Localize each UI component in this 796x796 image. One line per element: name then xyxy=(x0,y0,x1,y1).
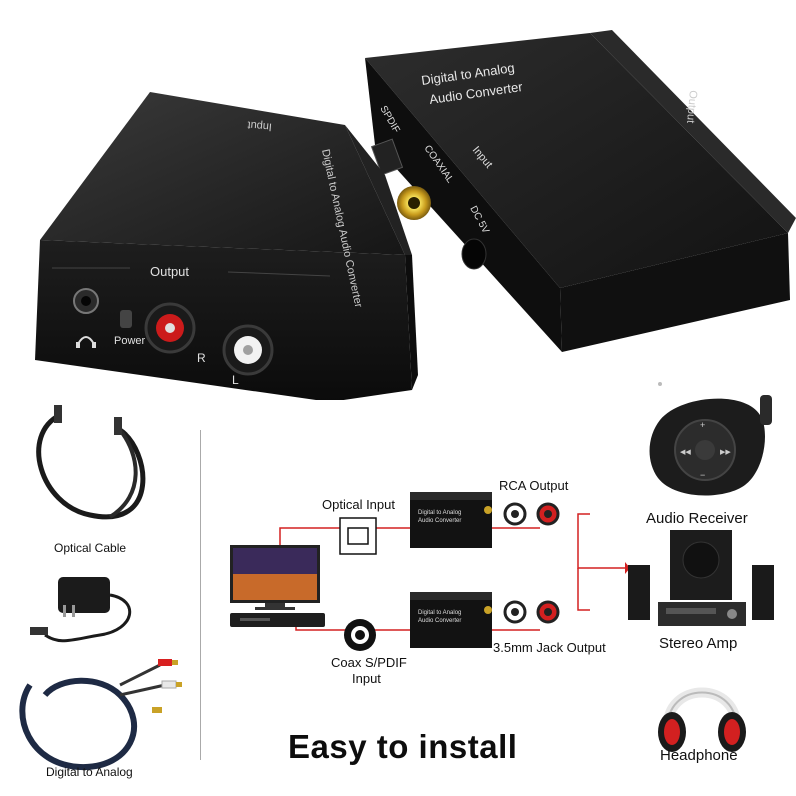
rca-output-label: RCA Output xyxy=(499,478,569,493)
mini-title-1: Digital to Analog xyxy=(418,510,461,516)
back-box-edge xyxy=(590,30,796,233)
mini-title-3: Digital to Analog xyxy=(418,610,461,616)
front-box-edge xyxy=(345,125,412,255)
mini-title-4: Audio Converter xyxy=(418,618,461,624)
headphone-label: Headphone xyxy=(660,747,738,764)
digital-to-analog-label: Digital to Analog xyxy=(46,765,133,779)
back-box-side xyxy=(365,58,562,352)
optical-cable-image xyxy=(36,405,146,520)
devices-panel: + − ◀◀ ▶▶ xyxy=(628,395,774,752)
dvd-player-icon xyxy=(230,613,325,627)
svg-text:◀◀: ◀◀ xyxy=(680,449,691,456)
coax-port-icon xyxy=(344,619,376,651)
rca-output-icons xyxy=(503,502,560,624)
optical-cable-label: Optical Cable xyxy=(54,541,127,555)
front-output-label: Output xyxy=(150,264,189,279)
product-photo: Digital to Analog Audio Converter Output… xyxy=(35,30,796,400)
spdif-port xyxy=(370,138,404,176)
jack-output-label: 3.5mm Jack Output xyxy=(493,640,606,655)
mini-title-2: Audio Converter xyxy=(418,518,461,524)
svg-text:−: − xyxy=(700,470,705,480)
power-label: Power xyxy=(114,335,146,347)
front-converter-box: Input Digital to Analog Audio Converter … xyxy=(35,92,418,400)
easy-install-heading: Easy to install xyxy=(288,728,518,765)
optical-port-icon xyxy=(339,517,377,555)
headphone-symbol-icon xyxy=(77,336,95,345)
front-top-input: Input xyxy=(247,119,272,133)
dc-port xyxy=(461,238,487,270)
mini-converter-top: Digital to Analog Audio Converter xyxy=(410,492,492,548)
optical-input-label: Optical Input xyxy=(322,497,395,512)
front-box-top xyxy=(40,92,405,255)
rca-cable-image xyxy=(19,659,182,771)
stereo-amp-icon xyxy=(628,530,774,626)
tv-icon xyxy=(230,545,320,610)
power-adapter-image xyxy=(30,577,132,643)
mini-converter-bottom: Digital to Analog Audio Converter xyxy=(410,592,492,648)
back-converter-box: Digital to Analog Audio Converter Output… xyxy=(365,30,796,352)
back-box-output-side: Output xyxy=(684,90,699,124)
coax-input-label-2: Input xyxy=(352,671,381,686)
audio-receiver-icon: + − ◀◀ ▶▶ xyxy=(649,395,772,496)
back-box-top xyxy=(365,33,788,288)
connection-diagram: Digital to Analog Audio Converter Digita… xyxy=(230,492,630,651)
divider xyxy=(200,430,201,760)
audio-receiver-label: Audio Receiver xyxy=(646,510,748,527)
svg-text:▶▶: ▶▶ xyxy=(720,449,731,456)
l-label: L xyxy=(232,373,239,387)
back-box-front xyxy=(560,233,790,352)
coax-input-label-1: Coax S/PDIF xyxy=(331,655,407,670)
front-box-face xyxy=(35,240,412,400)
headphone-icon xyxy=(658,687,746,752)
stereo-amp-label: Stereo Amp xyxy=(659,635,738,652)
power-led xyxy=(120,310,132,328)
svg-text:+: + xyxy=(700,420,705,430)
r-label: R xyxy=(197,351,206,365)
accessories-panel xyxy=(19,405,182,771)
